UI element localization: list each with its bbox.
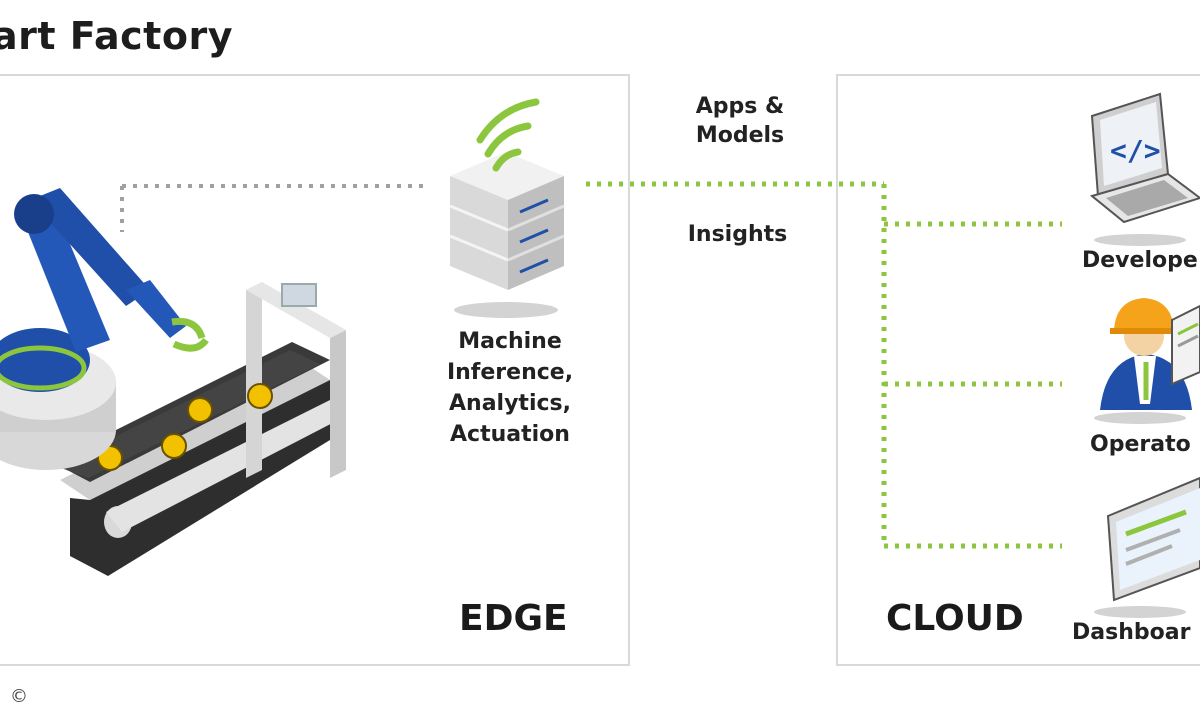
apps-models-label: Apps & Models xyxy=(660,92,820,150)
dashboard-monitor-icon xyxy=(1094,476,1200,618)
server-icon xyxy=(449,152,565,318)
cloud-connector-lines xyxy=(586,181,1062,549)
operator-label: Operato xyxy=(1090,432,1191,457)
gear-icons xyxy=(97,383,273,471)
caption-line-1: Machine xyxy=(458,329,562,354)
edge-label: EDGE xyxy=(459,598,568,639)
caption-line-4: Actuation xyxy=(450,422,570,447)
worker-icon xyxy=(1094,298,1200,424)
wifi-icon xyxy=(476,98,540,172)
developer-label: Develope xyxy=(1082,248,1198,273)
edge-connector-line xyxy=(120,184,430,232)
caption-line-3: Analytics, xyxy=(449,391,571,416)
insights-label: Insights xyxy=(687,222,788,247)
edge-device-caption: Machine Inference, Analytics, Actuation xyxy=(430,326,590,450)
cloud-label: CLOUD xyxy=(886,598,1024,639)
dashboard-label: Dashboar xyxy=(1072,620,1191,645)
apps-models-line-1: Apps & xyxy=(695,94,785,119)
robot-arm-icon xyxy=(0,188,209,470)
svg-text:</>: </> xyxy=(1110,134,1161,167)
laptop-icon: </> xyxy=(1089,92,1200,246)
copyright-mark: © xyxy=(10,686,28,707)
apps-models-line-2: Models xyxy=(695,123,785,148)
caption-line-2: Inference, xyxy=(446,360,574,385)
diagram-title: art Factory xyxy=(0,14,233,58)
